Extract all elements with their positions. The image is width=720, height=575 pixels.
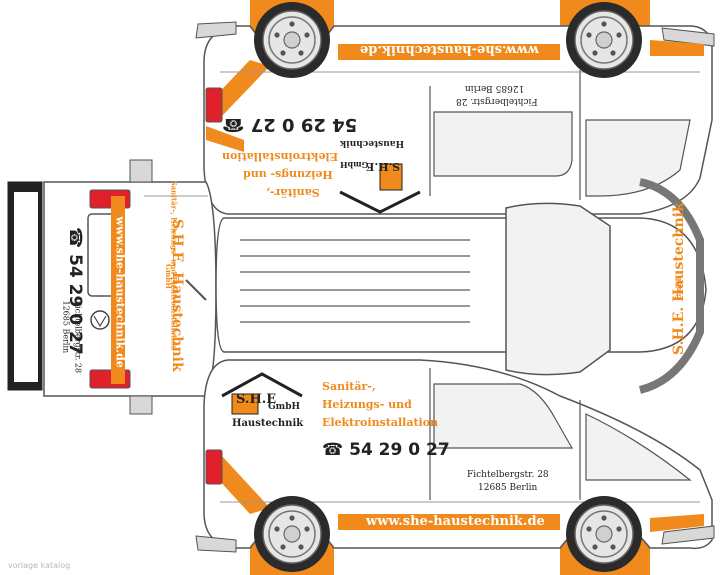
wheel-icon [253, 495, 331, 573]
website-right-side: www.she-haustechnik.de [366, 514, 545, 529]
logo-gmbh-right: GmbH [268, 402, 301, 412]
logo-letters-right: S.H.E [236, 392, 277, 407]
website-left-side: www.she-haustechnik.de [360, 42, 539, 57]
address-street-left: Fichtelbergstr. 28 [456, 96, 538, 106]
logo-text-left: Haustechnik [340, 138, 405, 148]
phone-icon: ☎ [65, 227, 85, 249]
services-line2-right: Heizungs- und [322, 398, 412, 411]
company-gmbh-hood: GmbH [673, 275, 683, 300]
phone-icon: ☎ [322, 440, 344, 460]
house-roof-icon [339, 163, 421, 214]
van-roof-view [215, 178, 707, 394]
house-roof-icon [221, 372, 303, 415]
services-rear: Sanitär-, Heizungs- und Elektroinstallat… [169, 180, 179, 351]
wheel-icon [565, 1, 643, 79]
wheel-icon [253, 1, 331, 79]
services-line1-left: Sanitär-, [266, 186, 320, 199]
logo-gmbh-left: GmbH [340, 160, 369, 170]
logo-letters-left: S.H.E [366, 160, 400, 173]
website-rear: www.she-haustechnik.de [113, 216, 127, 368]
phone-left: 54 29 0 27 ☎ [222, 114, 358, 135]
address-city-left: 12685 Berlin [465, 83, 525, 93]
address-city-right: 12685 Berlin [478, 483, 538, 493]
logo-text-right: Haustechnik [232, 418, 304, 429]
address-city-rear: 12685 Berlin [61, 300, 71, 354]
van-left-side-view [195, 0, 715, 215]
van-rear-view [7, 159, 217, 415]
wheel-icon [565, 495, 643, 573]
services-line2-left: Heizungs- und [243, 168, 333, 181]
phone-right: ☎ 54 29 0 27 [322, 440, 450, 460]
watermark: vorlage katalog [8, 561, 71, 570]
vw-logo-icon [90, 310, 110, 330]
address-street-right: Fichtelbergstr. 28 [467, 470, 549, 480]
services-line1-right: Sanitär-, [322, 380, 376, 393]
services-line3-right: Elektroinstallation [322, 416, 439, 429]
services-line3-left: Elektroinstallation [222, 150, 339, 163]
phone-icon: ☎ [222, 114, 245, 135]
address-street-rear: Fichtelbergstr. 28 [73, 300, 83, 374]
